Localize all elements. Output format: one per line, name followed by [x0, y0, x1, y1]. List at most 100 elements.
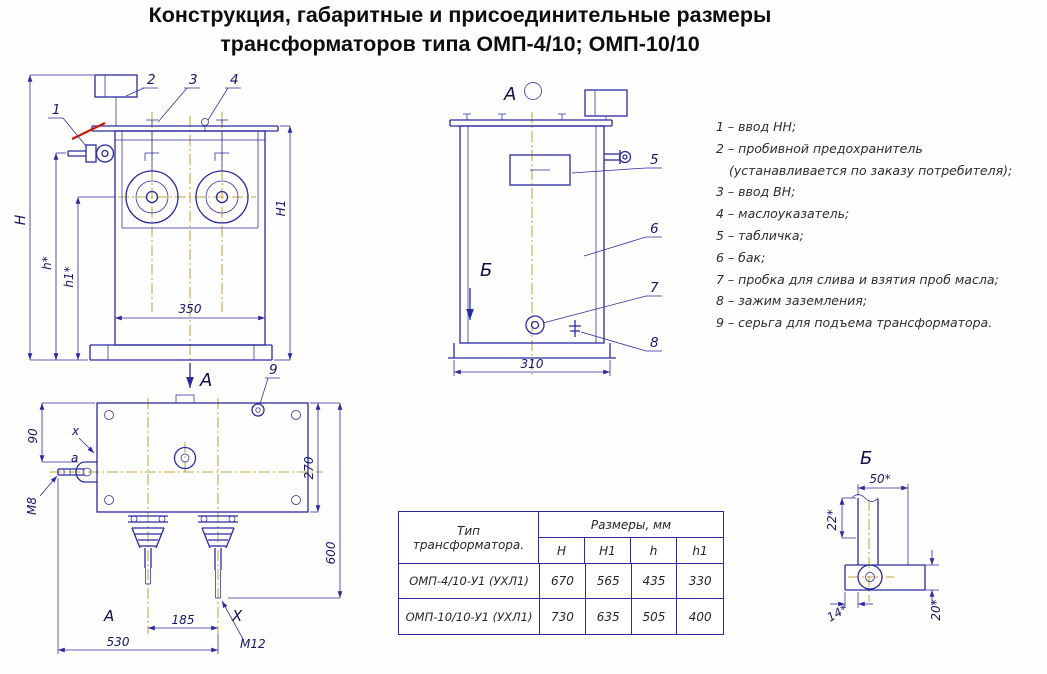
front-view-drawing: 1 2 3 4 Н h* h1* Н1 3 [13, 72, 293, 391]
dimensions-table: Тип трансформатора. Размеры, мм Н Н1 h h… [398, 511, 724, 635]
lid [91, 125, 279, 132]
front-dimensions [27, 74, 293, 361]
ground-clamp [569, 320, 581, 337]
type-header-line1: Тип [457, 523, 480, 538]
center-fitting [173, 446, 197, 470]
tank-side [459, 125, 605, 344]
callout-9: 9 [259, 362, 280, 405]
dim-270-lines [310, 402, 321, 513]
hv-bushing-A-elevation [128, 515, 168, 585]
dim-90-lines [39, 402, 95, 463]
callout-5: 5 [571, 152, 662, 174]
front-centerlines [118, 112, 256, 360]
hv-bushing-X-elevation [198, 515, 238, 599]
lid-top-view [96, 394, 309, 513]
callout-7: 7 [542, 280, 662, 324]
ln-bushing [67, 144, 115, 163]
side-view-drawing: А [448, 82, 662, 378]
dim-530-lines [57, 478, 219, 654]
phase-label-A: А [103, 607, 114, 625]
dim-600-lines [228, 402, 343, 599]
dim-label-20: 20* [929, 599, 943, 620]
legend-item-5: 5 – табличка; [716, 227, 804, 243]
callout-6: 6 [583, 221, 662, 257]
callout-7-label: 7 [650, 280, 659, 296]
dim-label-310: 310 [521, 357, 544, 371]
callout-1: 1 [48, 102, 87, 147]
dim-label-h1: h1* [62, 266, 76, 287]
row2-type: ОМП-10/10-У1 (УХЛ1) [399, 599, 541, 634]
row2-H: 730 [540, 599, 586, 634]
detail-centerlines [848, 500, 894, 602]
drain-plug [525, 315, 545, 335]
dim-22-lines [839, 497, 856, 539]
side-lid [449, 119, 613, 127]
base-channel [89, 344, 273, 361]
sizes-header: Размеры, мм [539, 512, 723, 538]
row1-h1: 330 [677, 564, 723, 599]
callout-4: 4 [207, 72, 241, 121]
legend-item-1: 1 – ввод НН; [716, 119, 797, 134]
parts-legend: 1 – ввод НН; 2 – пробивной предохранител… [716, 116, 1046, 334]
row2-H1: 635 [586, 599, 632, 634]
dim-label-H1: Н1 [274, 200, 288, 217]
legend-item-9: 9 – серьга для подъема трансформатора. [716, 315, 993, 331]
type-header-line2: трансформатора. [412, 537, 525, 552]
phase-label-X: X [231, 607, 243, 625]
dim-label-H: Н [13, 214, 29, 225]
row2-h: 505 [632, 599, 678, 634]
ln-bushing-side [604, 150, 632, 164]
nameplate [509, 154, 571, 186]
callout-9-label: 9 [269, 362, 278, 378]
dim-label-600: 600 [324, 541, 338, 564]
callout-6-label: 6 [650, 221, 659, 237]
row1-h: 435 [631, 564, 678, 599]
top-view-drawing: 9 x a М8 90 270 600 [25, 362, 343, 654]
legend-item-6: 6 – бак; [716, 249, 766, 265]
title-line1: Конструкция, габаритные и присоединитель… [148, 3, 772, 27]
col-header-H1: Н1 [585, 538, 631, 564]
dim-label-22: 22* [825, 509, 839, 530]
dim-label-350: 350 [179, 302, 202, 316]
label-x: x [71, 424, 80, 438]
dim-50-lines [857, 484, 909, 565]
fuse-box [94, 74, 138, 126]
bracket-part [844, 494, 926, 591]
dim-label-14: 14* [825, 602, 850, 625]
callout-3: 3 [157, 72, 200, 123]
sizes-header-block: Размеры, мм Н Н1 h h1 [539, 512, 723, 564]
detail-B-label: Б [860, 448, 872, 469]
side-dimensions [453, 360, 611, 376]
thread-label-M12: М12 [240, 637, 266, 651]
row1-H1: 565 [585, 564, 632, 599]
dim-label-270: 270 [302, 456, 316, 479]
tank-front-inner [115, 131, 265, 229]
table-row: ОМП-4/10-У1 (УХЛ1) 670 565 435 330 [399, 564, 723, 599]
legend-item-2: 2 – пробивной предохранитель [716, 140, 923, 156]
side-base [448, 343, 616, 359]
section-arrow-A: А [186, 363, 212, 391]
red-lead-wire [71, 122, 106, 140]
view-circle-icon [524, 82, 542, 100]
lid-bolts [146, 119, 228, 126]
row1-type: ОМП-4/10-У1 (УХЛ1) [399, 564, 541, 599]
callout-8-label: 8 [650, 335, 659, 351]
dim-14-lines [830, 592, 873, 608]
detail-label-B: Б [480, 260, 492, 281]
legend-item-3: 3 – ввод ВН; [716, 184, 796, 200]
top-centerlines [50, 398, 323, 634]
dim-label-90: 90 [26, 428, 40, 444]
callout-3-label: 3 [189, 72, 198, 88]
dim-label-185: 185 [172, 613, 195, 627]
callout-1-label: 1 [52, 102, 61, 118]
col-header-H: Н [539, 538, 585, 564]
view-label-A: А [503, 82, 542, 105]
table-type-header: Тип трансформатора. [399, 512, 539, 564]
detail-B-drawing: Б 50* 22* 14* [825, 448, 944, 625]
title-line2: трансформаторов типа ОМП-4/10; ОМП-10/10 [220, 32, 700, 56]
callout-4-label: 4 [230, 72, 239, 88]
row2-h1: 400 [688, 609, 712, 624]
row1-H: 670 [540, 564, 586, 599]
dim-20-lines [925, 550, 939, 605]
